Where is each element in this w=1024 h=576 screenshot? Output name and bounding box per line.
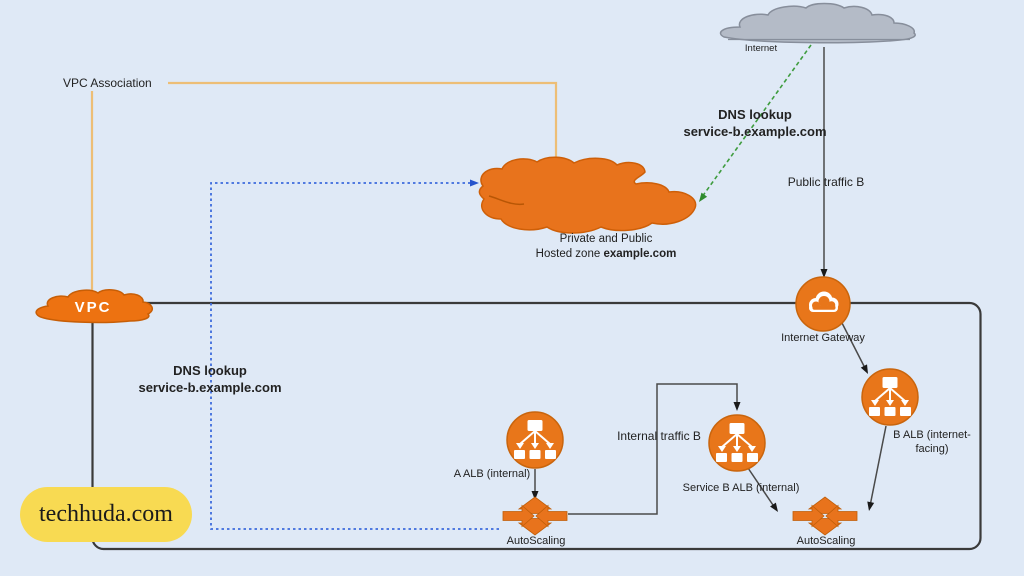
arrowhead	[531, 491, 539, 500]
hosted-zone-domain: example.com	[603, 248, 677, 260]
arrowhead	[820, 269, 828, 278]
arrowhead	[699, 192, 708, 202]
vpc-boundary	[91, 301, 982, 551]
internet-cloud-icon	[719, 2, 916, 44]
public-traffic-line	[820, 47, 828, 278]
vpc-cloud-label: VPC	[74, 299, 112, 316]
b-alb-label-line2: facing)	[915, 443, 949, 455]
public-dns-lookup-label: DNS lookup service-b.example.com	[683, 106, 826, 140]
autoscaling-b-label: AutoScaling	[796, 535, 856, 547]
public-traffic-label: Public traffic B	[787, 175, 865, 189]
arrowhead	[470, 179, 479, 187]
service-b-alb-label: Service B ALB (internal)	[682, 482, 800, 494]
b-alb-icon	[861, 368, 919, 426]
b-alb-to-autoscaling-line	[867, 425, 887, 511]
public-dns-lookup-title: DNS lookup	[718, 107, 792, 122]
internal-dns-lookup-path	[210, 179, 499, 530]
vpc-dns-lookup-title: DNS lookup	[173, 363, 247, 378]
b-alb-label: B ALB (internet- facing)	[893, 428, 971, 456]
arrowhead	[733, 402, 741, 411]
service-b-alb-icon	[708, 414, 766, 472]
arrowhead	[860, 364, 868, 374]
public-dns-lookup-path	[699, 44, 812, 202]
internal-traffic-path	[568, 383, 741, 515]
hosted-zone-icon	[478, 156, 697, 234]
igw-to-b-alb-line	[841, 322, 868, 374]
a-alb-to-autoscaling-line	[531, 469, 539, 500]
hosted-zone-label-line2: Hosted zone example.com	[536, 247, 677, 262]
internet-label: Internet	[744, 43, 778, 54]
autoscaling-b-icon	[792, 496, 858, 536]
vpc-dns-lookup-domain: service-b.example.com	[138, 380, 282, 395]
vpc-association-line	[90, 81, 558, 292]
internet-gateway-label: Internet Gateway	[781, 332, 865, 344]
internet-gateway-icon	[795, 276, 851, 332]
vpc-association-label: VPC Association	[63, 76, 152, 90]
public-dns-lookup-domain: service-b.example.com	[683, 124, 827, 139]
autoscaling-a-label: AutoScaling	[506, 535, 566, 547]
a-alb-label: A ALB (internal)	[453, 468, 531, 480]
b-alb-label-line1: B ALB (internet-	[893, 429, 971, 441]
vpc-dns-lookup-label: DNS lookup service-b.example.com	[138, 362, 281, 396]
internal-traffic-label: Internal traffic B	[617, 429, 701, 443]
a-alb-icon	[506, 411, 564, 469]
vpc-cloud-icon	[35, 289, 154, 324]
hosted-zone-label: Private and Public Hosted zone example.c…	[536, 232, 677, 262]
arrowhead	[867, 501, 875, 511]
autoscaling-a-icon	[502, 496, 568, 536]
service-b-alb-to-autoscaling-line	[747, 467, 778, 512]
hosted-zone-label-prefix: Hosted zone	[535, 248, 604, 260]
watermark-badge: techhuda.com	[20, 487, 192, 542]
hosted-zone-label-line1: Private and Public	[559, 233, 653, 245]
arrowhead	[770, 502, 778, 512]
watermark-text: techhuda.com	[39, 501, 173, 527]
